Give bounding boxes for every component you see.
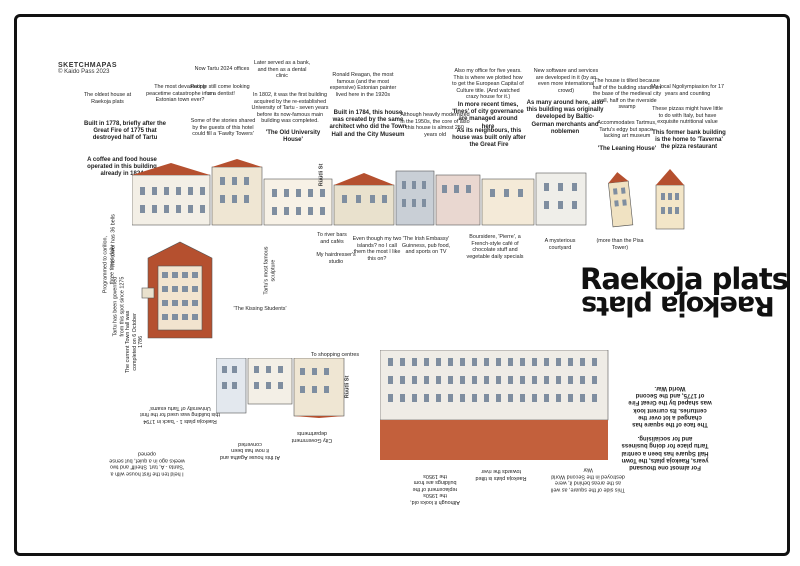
note-local-pizzeria: My local Ngoliympiasion for 17 years and…	[650, 84, 725, 97]
pizza-house-icon	[655, 169, 685, 230]
note-governed: Tartu has been governed from this spot s…	[112, 276, 125, 337]
west-side-buildings	[216, 358, 345, 418]
note-to-shopping: To shopping centres	[310, 352, 360, 358]
note-baltic-german: As many around here, also this building …	[526, 100, 604, 135]
note-santa: I held ten the first house with a 'Santa…	[109, 450, 185, 477]
note-raekoja-plats-1: Raekoja plats 1 - 'back in 1794 this bui…	[140, 404, 220, 424]
note-dentist: People still come looking for a dentist!	[190, 84, 250, 97]
note-bank-taverna: This former bank building is the home to…	[652, 130, 726, 151]
leaning-house-icon	[608, 172, 634, 228]
note-oldest-house: The oldest house at Raekoja plats	[83, 92, 132, 105]
note-tartu2024: Now Tartu 2024 offices	[194, 66, 250, 72]
note-island: Even though my two islands? no I call th…	[352, 236, 402, 262]
note-kissing-students: 'The Kissing Students'	[233, 306, 287, 312]
note-pizzas: These pizzas might have little to do wit…	[652, 106, 723, 126]
note-1950s: Although it looks old, the 1950s replace…	[410, 472, 460, 505]
note-destroyed-ww2: This side of the square, as well as the …	[551, 466, 626, 493]
north-side-buildings	[132, 159, 587, 226]
note-boursidere: Boursidere, 'Pierre', a French-style caf…	[466, 234, 524, 260]
note-courtyard: A mysterious courtyard	[544, 238, 576, 251]
note-after-great-fire: As its neighbours, this house was built …	[452, 128, 526, 149]
note-coffee-house: A coffee and food house operated in this…	[87, 157, 157, 178]
note-tartmus: Accommodates Tartmus, Tartu's edgy but s…	[597, 120, 657, 140]
map-title-mirrored: Raekoja plats	[582, 290, 775, 321]
street-ruutli: Rüütli St	[318, 163, 325, 187]
map-frame	[14, 14, 790, 556]
note-fawlty: Some of the stories shared by the guests…	[190, 118, 256, 138]
note-old-university-house: 'The Old University House'	[265, 130, 321, 144]
note-famous-sculpture: Tartu's most famous sculpture	[263, 246, 276, 295]
town-hall-icon	[141, 241, 213, 339]
note-painter: Ronald Reagan, the most famous (and the …	[329, 72, 397, 98]
note-to-river: To river bars and cafés	[317, 232, 347, 245]
note-irish-embassy: 'The Irish Embassy' Guinness, pub food, …	[401, 236, 451, 256]
note-pisa: (more than the Pisa Tower)	[596, 238, 644, 251]
note-built-1784: Built in 1784, this house was created by…	[329, 110, 407, 138]
note-bank: Later served as a bank, and then as a de…	[253, 60, 311, 80]
note-tilted-river: Raekoja plats is tilted towards the rive…	[475, 468, 527, 482]
note-city-government: City Government departments	[291, 430, 333, 444]
note-software: New software and services are developed …	[533, 68, 599, 94]
note-hairdresser: My hairdresser's studio	[316, 252, 356, 265]
logo: SKETCHMAPAS © Kaido Pass 2023	[58, 62, 117, 75]
map-title: Raekoja plats	[580, 262, 789, 296]
note-face-changed: The face of the square has changed a lot…	[628, 385, 712, 428]
note-leaning-house: 'The Leaning House'	[597, 146, 657, 152]
note-modernized: Although heavily modernized in the 1950s…	[400, 112, 470, 138]
note-university-1802: In 1802, it was the first building acqui…	[251, 92, 329, 125]
note-tilted: The house is tilted because half of the …	[592, 78, 662, 111]
note-catastrophe: The most devastating peacetime catastrop…	[146, 84, 214, 104]
note-current-town-hall: The current Town hall was completed on 6…	[125, 310, 145, 374]
logo-credit: © Kaido Pass 2023	[58, 69, 110, 75]
note-agatha: At this house Agatha and it now has been…	[220, 440, 280, 460]
note-my-office: Also my office for five years. This is w…	[452, 68, 524, 101]
note-thousand-years: For almost one thousand years, Raekoja p…	[621, 435, 709, 471]
note-city-governance: In more recent times, 'fines' of city go…	[452, 102, 524, 130]
note-built-1778: Built in 1778, briefly after the Great F…	[83, 121, 167, 142]
logo-brand: SKETCHMAPAS	[58, 62, 118, 69]
south-side-buildings	[380, 350, 609, 460]
